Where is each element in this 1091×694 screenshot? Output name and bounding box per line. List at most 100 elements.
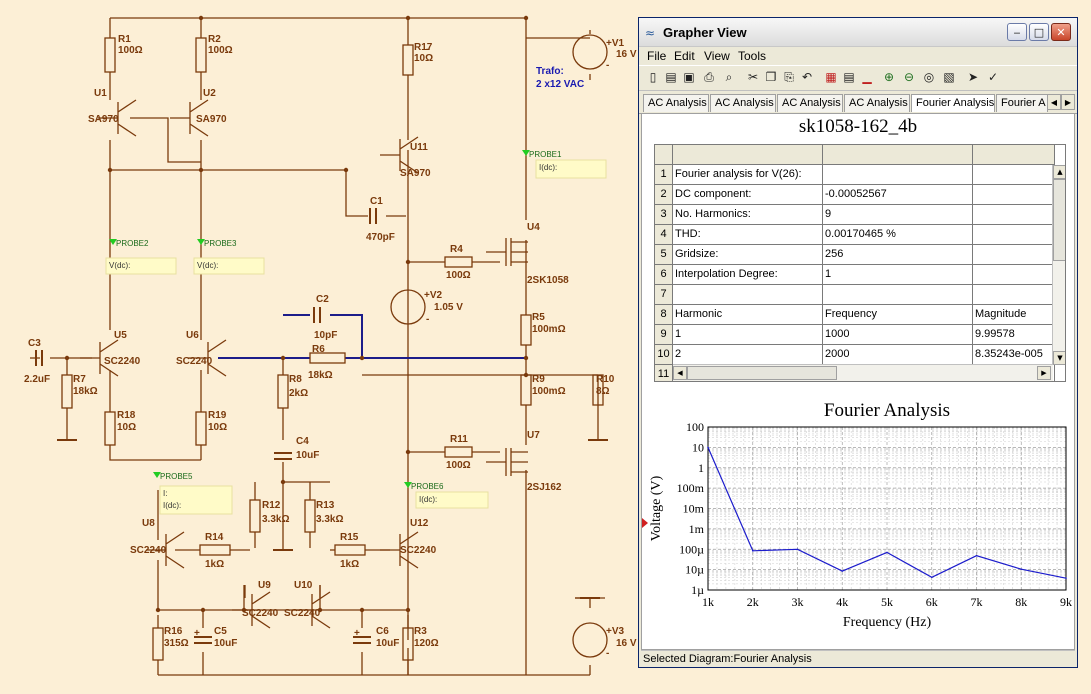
copy-icon[interactable]: ❐ xyxy=(765,70,777,84)
undo-icon[interactable]: ↶ xyxy=(801,70,813,84)
table-horizontal-scrollbar[interactable]: ◀ ▶ xyxy=(673,364,1053,381)
row-number[interactable]: 1 xyxy=(655,165,673,185)
table-icon[interactable]: ▤ xyxy=(843,70,855,84)
scroll-thumb[interactable] xyxy=(1053,179,1065,261)
table-cell[interactable]: No. Harmonics: xyxy=(673,205,823,225)
junction-9 xyxy=(155,607,161,613)
table-cell[interactable]: 0.00170465 % xyxy=(823,225,973,245)
row-number[interactable]: 8 xyxy=(655,305,673,325)
table-cell[interactable]: 9.99578 xyxy=(973,325,1055,345)
print-preview-icon[interactable]: ⌕ xyxy=(725,70,733,84)
component-label: 18kΩ xyxy=(308,370,333,381)
tab-scroll-right-button[interactable]: ▶ xyxy=(1061,94,1075,110)
column-header[interactable] xyxy=(823,145,973,165)
check-icon[interactable]: ✓ xyxy=(987,70,999,84)
table-cell[interactable]: 1000 xyxy=(823,325,973,345)
tab-scroll-left-button[interactable]: ◀ xyxy=(1047,94,1061,110)
tab-ac-analysis-1[interactable]: AC Analysis xyxy=(643,94,709,112)
table-cell[interactable] xyxy=(673,285,823,305)
table-cell[interactable]: Fourier analysis for V(26): xyxy=(673,165,823,185)
tab-ac-analysis-3[interactable]: AC Analysis xyxy=(777,94,843,112)
y-tick-label: 100 xyxy=(686,420,704,434)
table-cell[interactable]: 1 xyxy=(673,325,823,345)
bars-icon[interactable]: ▁ xyxy=(862,70,872,84)
row-number[interactable]: 3 xyxy=(655,205,673,225)
component-label: 100Ω xyxy=(118,45,143,56)
components xyxy=(35,15,608,661)
table-cell[interactable] xyxy=(973,165,1055,185)
table-cell[interactable] xyxy=(823,165,973,185)
title-bar[interactable]: ≈ Grapher View ‒ □ ✕ xyxy=(639,18,1077,47)
scroll-h-thumb[interactable] xyxy=(687,366,837,380)
menu-file[interactable]: File xyxy=(647,49,667,63)
table-cell[interactable] xyxy=(973,265,1055,285)
table-cell[interactable]: -0.00052567 xyxy=(823,185,973,205)
row-number[interactable]: 10 xyxy=(655,345,673,365)
table-cell[interactable]: 2 xyxy=(673,345,823,365)
scroll-right-button[interactable]: ▶ xyxy=(1037,366,1051,380)
table-cell[interactable]: 8.35243e-005 xyxy=(973,345,1055,365)
tab-ac-analysis-4[interactable]: AC Analysis xyxy=(844,94,910,112)
fourier-chart[interactable]: Fourier Analysis100101100m10m1m100µ10µ1µ… xyxy=(642,390,1074,648)
table-cell[interactable]: Harmonic xyxy=(673,305,823,325)
row-number[interactable]: 2 xyxy=(655,185,673,205)
column-header[interactable] xyxy=(673,145,823,165)
table-cell[interactable] xyxy=(973,245,1055,265)
tab-fourier-analysis[interactable]: Fourier Analysis xyxy=(911,94,995,112)
paste-icon[interactable]: ⎘ xyxy=(784,70,794,84)
x-tick-label: 7k xyxy=(971,595,983,609)
row-number[interactable]: 9 xyxy=(655,325,673,345)
row-number[interactable]: 6 xyxy=(655,265,673,285)
save-icon[interactable]: ▣ xyxy=(683,70,695,84)
transistor xyxy=(232,591,271,629)
zoom-out-icon[interactable]: ⊖ xyxy=(903,70,915,84)
row-number[interactable]: 7 xyxy=(655,285,673,305)
zoom-in-icon[interactable]: ⊕ xyxy=(883,70,895,84)
component-label: SA970 xyxy=(196,114,227,125)
table-cell[interactable] xyxy=(823,285,973,305)
column-header[interactable] xyxy=(973,145,1055,165)
menu-tools[interactable]: Tools xyxy=(738,49,767,63)
table-cell[interactable]: 2000 xyxy=(823,345,973,365)
table-cell[interactable]: 1 xyxy=(823,265,973,285)
cut-icon[interactable]: ✂ xyxy=(747,70,759,84)
table-cell[interactable] xyxy=(973,285,1055,305)
table-cell[interactable] xyxy=(973,205,1055,225)
print-icon[interactable]: ⎙ xyxy=(704,70,714,84)
maximize-button[interactable]: □ xyxy=(1029,23,1049,41)
table-cell[interactable] xyxy=(973,185,1055,205)
table-vertical-scrollbar[interactable]: ▲ ▼ xyxy=(1052,165,1065,365)
junction-17 xyxy=(405,15,411,21)
table-cell[interactable] xyxy=(973,365,1055,381)
scroll-up-button[interactable]: ▲ xyxy=(1053,165,1065,179)
menu-edit[interactable]: Edit xyxy=(674,49,695,63)
table-cell[interactable]: DC component: xyxy=(673,185,823,205)
tab-ac-analysis-2[interactable]: AC Analysis xyxy=(710,94,776,112)
table-cell[interactable]: Frequency xyxy=(823,305,973,325)
close-button[interactable]: ✕ xyxy=(1051,23,1071,41)
table-cell[interactable]: Magnitude xyxy=(973,305,1055,325)
table-cell[interactable] xyxy=(973,225,1055,245)
row-number[interactable]: 5 xyxy=(655,245,673,265)
tab-fourier-analysis-2[interactable]: Fourier A xyxy=(996,94,1048,112)
zoom-fit-icon[interactable]: ◎ xyxy=(923,70,935,84)
row-number[interactable]: 11 xyxy=(655,365,673,381)
new-icon[interactable]: ▯ xyxy=(649,70,657,84)
table-cell[interactable]: 256 xyxy=(823,245,973,265)
row-number[interactable]: 4 xyxy=(655,225,673,245)
column-header[interactable] xyxy=(655,145,673,165)
menu-view[interactable]: View xyxy=(704,49,730,63)
table-cell[interactable]: Gridsize: xyxy=(673,245,823,265)
table-cell[interactable]: 9 xyxy=(823,205,973,225)
scroll-left-button[interactable]: ◀ xyxy=(673,366,687,380)
scroll-down-button[interactable]: ▼ xyxy=(1053,351,1065,365)
pointer-icon[interactable]: ➤ xyxy=(967,70,979,84)
open-icon[interactable]: ▤ xyxy=(665,70,677,84)
window-icon[interactable]: ▧ xyxy=(943,70,955,84)
grid-icon[interactable]: ▦ xyxy=(825,70,837,84)
table-cell[interactable]: Interpolation Degree: xyxy=(673,265,823,285)
table-cell[interactable]: THD: xyxy=(673,225,823,245)
minimize-button[interactable]: ‒ xyxy=(1007,23,1027,41)
probe-marker xyxy=(109,239,117,245)
